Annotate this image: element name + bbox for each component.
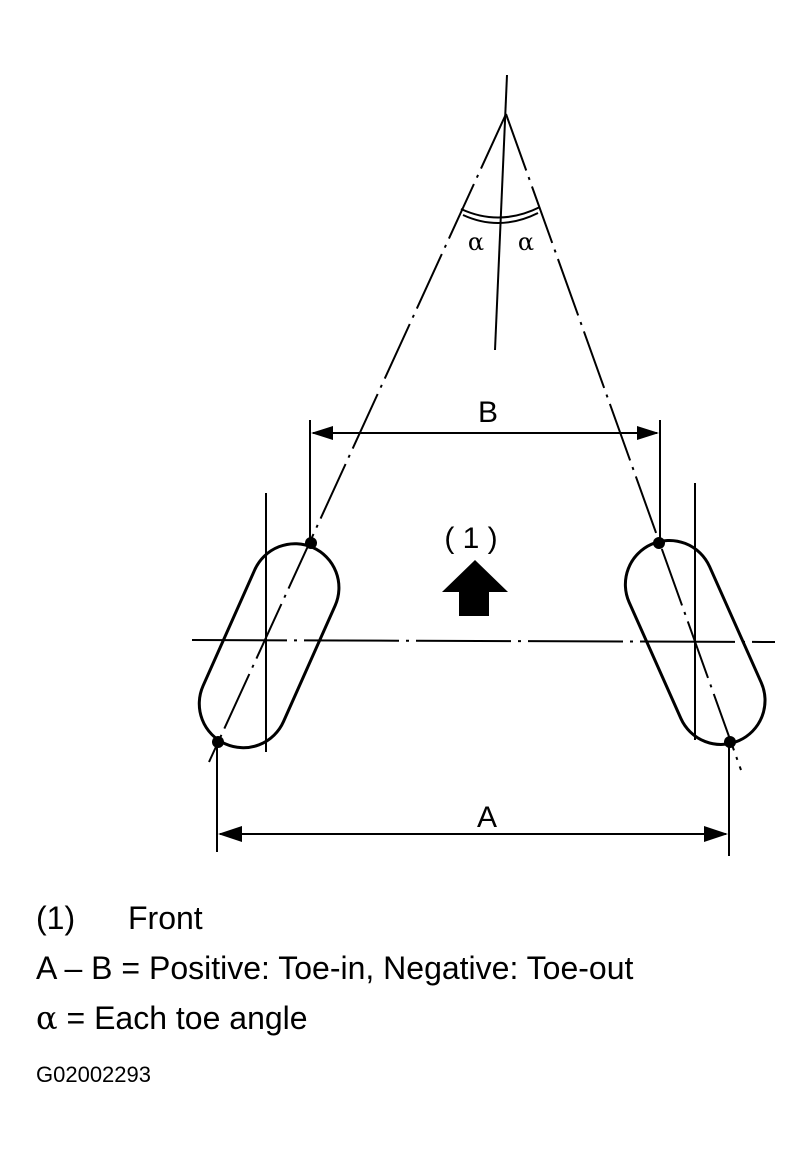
label-front-marker: ( 1 ) — [444, 522, 497, 555]
angle-arc-outer — [460, 206, 541, 219]
dimension-a-arrowhead-right — [704, 826, 728, 842]
legend-a-minus-b-row: A – B = Positive: Toe-in, Negative: Toe-… — [36, 943, 633, 993]
legend-alpha-text: = Each toe angle — [66, 1000, 308, 1036]
legend-a-minus-b-text: A – B = Positive: Toe-in, Negative: Toe-… — [36, 950, 634, 986]
label-b: B — [478, 396, 498, 429]
toe-alignment-diagram: B A ( 1 ) α α — [191, 74, 776, 856]
front-direction-arrow-icon — [442, 560, 508, 616]
contact-point-rear-left — [212, 736, 224, 748]
angle-arc-inner — [462, 212, 539, 224]
angle-label-right: α — [518, 228, 534, 256]
contact-point-rear-right — [724, 736, 736, 748]
axle-line — [191, 639, 776, 643]
angle-label-left: α — [468, 228, 484, 256]
dimension-b-arrowhead-right — [637, 426, 659, 440]
legend-front-row: (1) Front — [36, 893, 633, 943]
right-wheel-centerline — [505, 113, 742, 771]
legend-front-text: Front — [128, 900, 203, 936]
legend-alpha-symbol: α — [36, 999, 58, 1037]
left-wheel-centerline — [208, 113, 507, 763]
right-wheel — [623, 538, 767, 746]
dimension-b-arrowhead-left — [311, 426, 333, 440]
label-a: A — [477, 801, 497, 834]
contact-point-front-right — [653, 537, 665, 549]
legend: (1) Front A – B = Positive: Toe-in, Negat… — [36, 893, 633, 1043]
dimension-a-arrowhead-left — [218, 826, 242, 842]
contact-point-front-left — [305, 537, 317, 549]
left-wheel — [197, 542, 341, 750]
legend-front-key: (1) — [36, 900, 76, 936]
apex-centerline — [494, 74, 508, 351]
legend-alpha-row: α = Each toe angle — [36, 993, 633, 1043]
figure-id: G02002293 — [36, 1062, 151, 1087]
